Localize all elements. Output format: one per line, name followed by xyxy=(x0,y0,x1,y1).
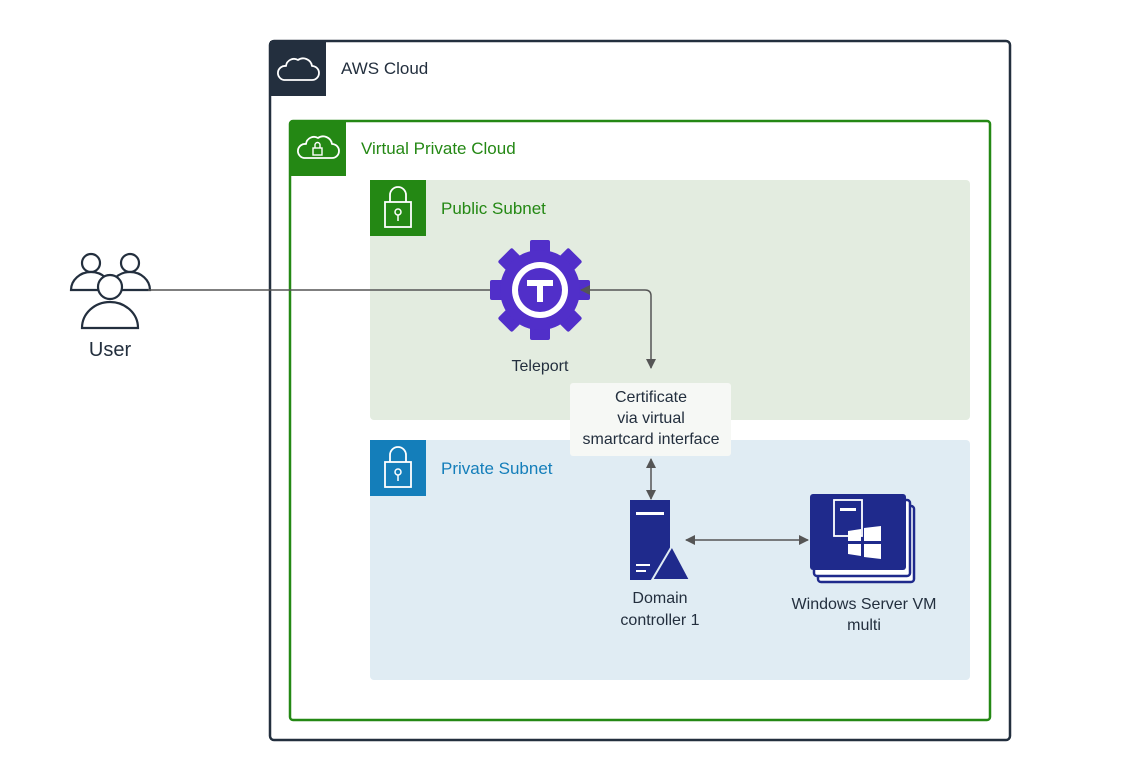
lock-icon xyxy=(384,186,412,228)
certificate-note-line1: Certificate xyxy=(615,389,687,406)
private-subnet-label: Private Subnet xyxy=(441,459,553,478)
domain-controller-label-line1: Domain xyxy=(632,590,687,607)
aws-cloud-label: AWS Cloud xyxy=(341,59,428,78)
certificate-note-line3: smartcard interface xyxy=(583,431,720,448)
windows-vm-label-line1: Windows Server VM xyxy=(792,596,937,613)
vpc-label: Virtual Private Cloud xyxy=(361,139,516,158)
windows-vm-label-line2: multi xyxy=(847,617,881,634)
teleport-label: Teleport xyxy=(512,358,569,375)
cloud-icon xyxy=(277,57,320,81)
windows-server-stack-icon xyxy=(810,494,916,584)
teleport-to-note-connector xyxy=(580,285,656,369)
cloud-lock-icon xyxy=(297,135,340,159)
user-label: User xyxy=(89,339,132,361)
public-subnet-group: Public Subnet xyxy=(370,180,970,420)
domain-controller-label-line2: controller 1 xyxy=(620,612,699,629)
public-subnet-label: Public Subnet xyxy=(441,199,546,218)
vpc-group: Virtual Private Cloud xyxy=(288,119,992,722)
teleport-gear-icon xyxy=(490,240,590,340)
domain-controller-icon xyxy=(630,500,692,581)
certificate-note-line2: via virtual xyxy=(617,410,685,427)
certificate-note: Certificate via virtual smartcard interf… xyxy=(570,383,731,456)
users-icon xyxy=(69,252,152,330)
lock-icon xyxy=(384,446,412,488)
